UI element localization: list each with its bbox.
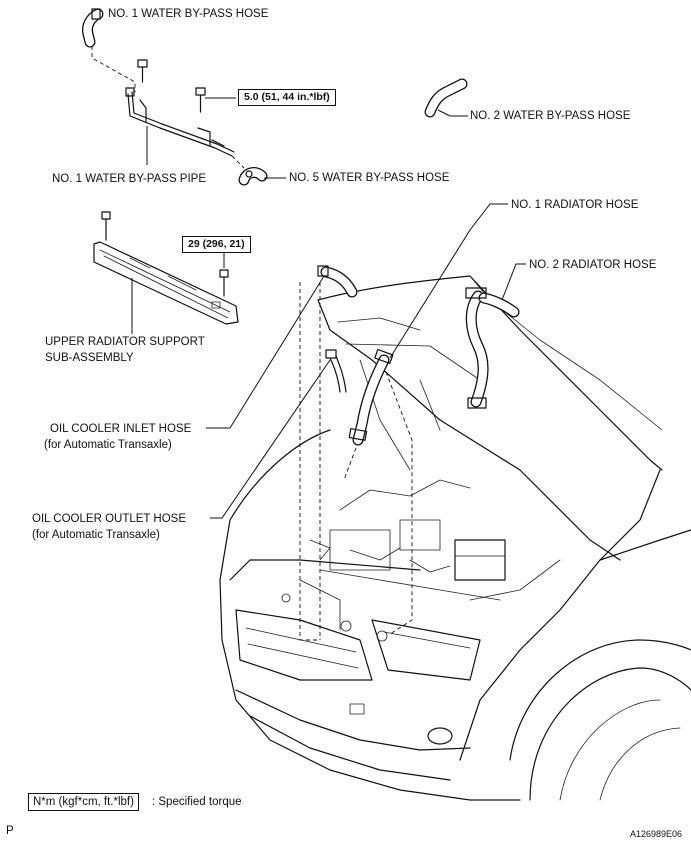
oil-cooler-inlet-hose-note: (for Automatic Transaxle) [44, 439, 172, 451]
oil-cooler-inlet-hose-label: OIL COOLER INLET HOSE [50, 423, 192, 435]
no1-water-bypass-hose-label: NO. 1 WATER BY-PASS HOSE [108, 8, 269, 20]
no2-radiator-hose-part [465, 287, 520, 409]
page-code: P [6, 825, 14, 837]
oil-cooler-inlet-hose-part [317, 265, 358, 298]
pipe-bolt-torque-box: 5.0 (51, 44 in.*lbf) [238, 89, 336, 106]
bolt-icon [137, 59, 148, 83]
no5-bypass-hose-part [238, 167, 268, 186]
no1-bypass-pipe-part [125, 87, 235, 157]
oil-cooler-outlet-hose-label: OIL COOLER OUTLET HOSE [32, 513, 187, 525]
no1-radiator-hose-part [348, 348, 394, 446]
no2-radiator-hose-label: NO. 2 RADIATOR HOSE [529, 259, 657, 271]
no2-water-bypass-hose-label: NO. 2 WATER BY-PASS HOSE [470, 110, 631, 122]
vehicle-outline [219, 275, 691, 801]
bolt-icon [219, 269, 229, 297]
figure-id: A126989E06 [630, 829, 683, 839]
upper-radiator-support-part [93, 241, 239, 325]
bolt-icon [195, 87, 206, 113]
upper-radiator-support-sublabel: SUB-ASSEMBLY [45, 352, 134, 364]
no1-water-bypass-pipe-label: NO. 1 WATER BY-PASS PIPE [52, 173, 207, 185]
no5-water-bypass-hose-label: NO. 5 WATER BY-PASS HOSE [289, 172, 450, 184]
torque-legend-text: : Specified torque [152, 796, 242, 808]
oil-cooler-outlet-hose-note: (for Automatic Transaxle) [32, 529, 160, 541]
support-bolt-torque-box: 29 (296, 21) [182, 236, 251, 253]
torque-legend-box: N*m (kgf*cm, ft.*lbf) [28, 793, 139, 811]
no2-bypass-hose-part [424, 78, 468, 118]
bolt-icon [101, 211, 111, 241]
oil-cooler-outlet-hose-part [325, 349, 347, 393]
no1-radiator-hose-label: NO. 1 RADIATOR HOSE [511, 199, 639, 211]
upper-radiator-support-label: UPPER RADIATOR SUPPORT [45, 336, 205, 348]
no1-bypass-hose-part [82, 8, 104, 48]
